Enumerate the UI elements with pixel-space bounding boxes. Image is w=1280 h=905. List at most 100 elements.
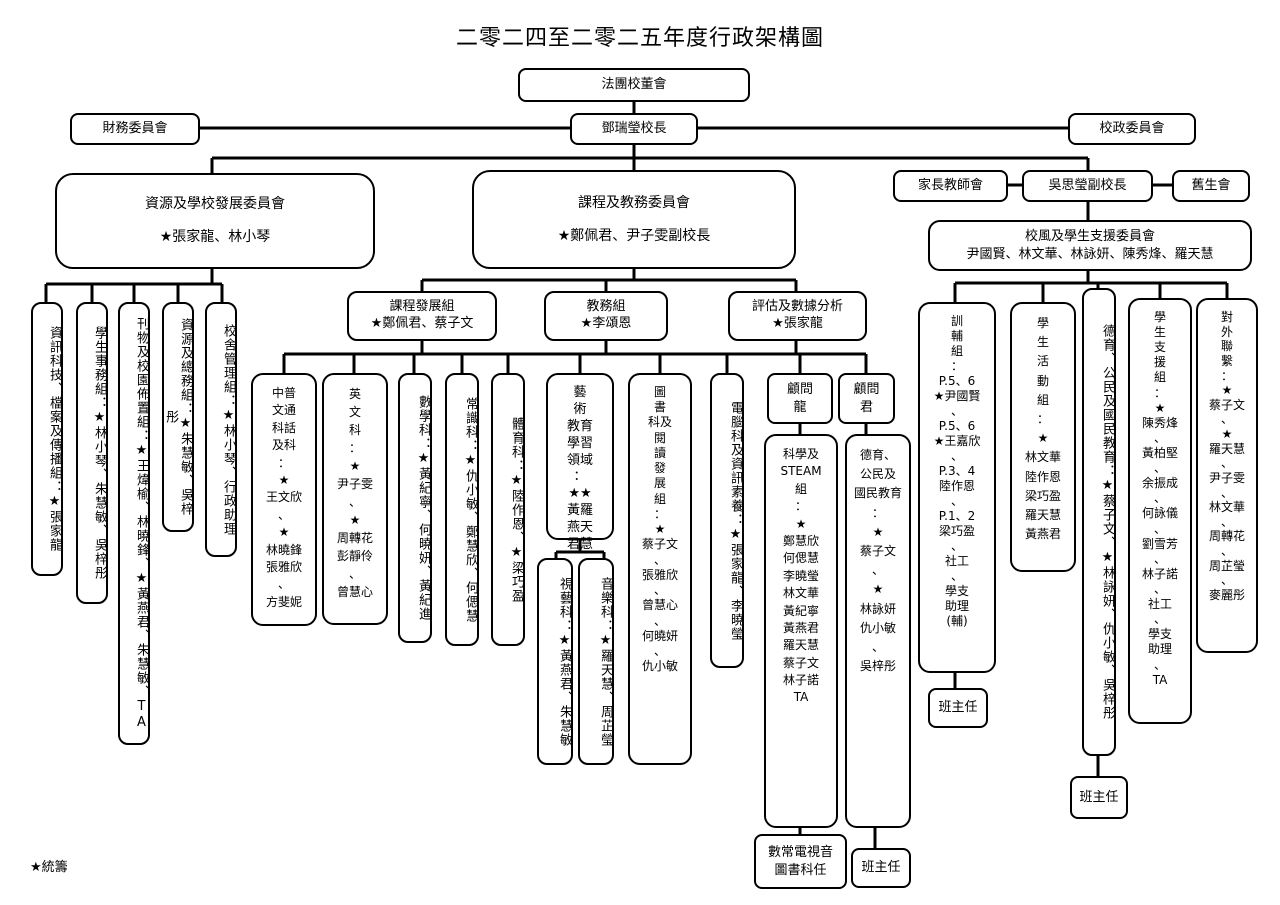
- discipline-line: 學支: [944, 584, 969, 598]
- student-support-box: 學生支援組：★陳秀烽、黃柏堅、余振成、何詠儀、劉雪芳、林子諾、社工、學支助理、T…: [1128, 298, 1192, 724]
- english-line: 、: [348, 567, 361, 581]
- discipline-line: 、: [950, 449, 963, 463]
- external-line: 繫: [1220, 353, 1233, 368]
- support-line: 、: [1153, 657, 1166, 672]
- library-subject-box: 圖書科及閱讀發展組：★蔡子文、張雅欣、曾慧心、何曉妍、仇小敏: [628, 373, 692, 765]
- external-line: ★: [1221, 427, 1233, 441]
- external-line: 聯: [1220, 339, 1233, 354]
- activities-line: 羅天慧: [1024, 507, 1061, 522]
- chinese-line: 林曉鋒: [265, 542, 302, 557]
- resource-group-it: 資訊科技、檔案及傳播組：★張家龍: [31, 302, 63, 576]
- external-liaison-box: 對外聯繫：★蔡子文、★羅天慧、尹子雯、林文華、周轉花、周芷瑩、麥麗彤: [1196, 298, 1258, 653]
- moral-line: 仇小敏: [859, 620, 896, 635]
- activities-line: ：: [1036, 411, 1049, 426]
- moral-line: 蔡子文: [859, 543, 896, 558]
- science-line: 組: [794, 481, 807, 496]
- arts-line: 藝: [573, 385, 587, 400]
- science-line: TA: [793, 690, 809, 705]
- discipline-line: 輔: [950, 329, 963, 343]
- music-subject-box: 音樂科：★羅天慧、周芷瑩: [578, 558, 614, 765]
- vice-principal-label: 吳思瑩副校長: [1048, 178, 1127, 194]
- resources-committee-title: 資源及學校發展委員會: [145, 196, 285, 213]
- external-line: 、: [1220, 573, 1233, 588]
- class-teacher-box-discipline: 班主任: [928, 688, 988, 728]
- curriculum-development-group: 課程發展組 ★鄭佩君、蔡子文: [347, 291, 497, 341]
- moral-line: 吳梓彤: [859, 659, 896, 674]
- chinese-line: 方斐妮: [265, 594, 302, 609]
- chinese-line: ：: [277, 455, 290, 470]
- science-line: ★: [795, 516, 807, 531]
- activities-line: 組: [1036, 392, 1049, 407]
- arts-line: 術: [573, 401, 587, 417]
- english-subject-box: 英文科：★尹子雯、★周轉花彭靜伶、曾慧心: [322, 373, 388, 625]
- arts-line: 黃羅: [566, 503, 593, 519]
- library-line: 閱: [653, 430, 666, 445]
- finance-committee-box: 財務委員會: [70, 113, 200, 145]
- support-line: 林子諾: [1141, 566, 1178, 581]
- library-line: 曾慧心: [641, 598, 678, 613]
- support-line: 生: [1153, 325, 1166, 340]
- board-box: 法團校董會: [518, 68, 750, 102]
- activities-line: 活: [1036, 354, 1049, 369]
- external-line: 、: [1220, 485, 1233, 500]
- support-line: ★: [1154, 400, 1166, 415]
- civic-education-box: 德育、公民及國民教育：★蔡子文、★林詠妍、仇小敏、吳梓彤: [1082, 288, 1116, 756]
- library-line: 、: [653, 583, 666, 598]
- external-line: 、: [1220, 514, 1233, 529]
- moral-line: ：: [871, 505, 884, 520]
- discipline-line: ：: [950, 359, 963, 373]
- library-line: 、: [653, 552, 666, 567]
- support-line: 陳秀烽: [1141, 415, 1178, 430]
- chinese-subject-box: 中普文通科話及科：★王文欣、★林曉鋒張雅欣、方斐妮: [251, 373, 317, 626]
- activities-line: 生: [1036, 335, 1049, 350]
- english-line: 英: [348, 387, 361, 401]
- discipline-line: 、: [950, 404, 963, 418]
- pta-box: 家長教師會: [893, 170, 1008, 202]
- moral-line: 、: [871, 563, 884, 578]
- english-line: ★: [349, 459, 361, 473]
- ethos-committee-members: 尹國賢、林文華、林詠妍、陳秀烽、羅天慧: [966, 246, 1214, 262]
- activities-line: 黃燕君: [1024, 527, 1061, 542]
- library-line: 何曉妍: [641, 628, 678, 643]
- library-line: 、: [653, 613, 666, 628]
- visual-arts-subject-box: 視藝科：★黃燕君、朱慧敏: [537, 558, 573, 765]
- arts-line: 領域: [566, 452, 593, 468]
- library-line: 讀: [653, 445, 666, 460]
- discipline-line: ★王嘉欣: [933, 434, 981, 448]
- ethos-committee-title: 校風及學生支援委員會: [1024, 228, 1155, 244]
- support-line: 學: [1153, 310, 1166, 324]
- external-line: 、: [1220, 412, 1233, 427]
- activities-line: 梁巧盈: [1024, 488, 1061, 503]
- chinese-line: 及科: [271, 438, 296, 453]
- support-line: 、: [1153, 612, 1166, 627]
- class-teacher-box-advisor: 班主任: [851, 848, 911, 888]
- computer-subject-box: 電腦科及資訊素養：★張家龍、李曉瑩: [710, 373, 744, 668]
- support-line: 、: [1153, 551, 1166, 566]
- chart-title: 二零二四至二零二五年度行政架構圖: [455, 26, 824, 51]
- pta-label: 家長教師會: [917, 178, 983, 194]
- chinese-line: 、: [277, 507, 290, 522]
- academic-affairs-group: 教務組 ★李頌恩: [544, 291, 668, 341]
- arts-line: 教育: [566, 418, 593, 434]
- school-admin-label: 校政委員會: [1099, 121, 1165, 137]
- discipline-line: ★尹國賢: [933, 389, 981, 403]
- english-line: ：: [348, 441, 361, 455]
- moral-line: ★: [872, 582, 884, 597]
- library-line: 蔡子文: [641, 537, 678, 552]
- discipline-line: 、: [950, 569, 963, 583]
- support-line: 、: [1153, 430, 1166, 445]
- external-line: 、: [1220, 544, 1233, 558]
- math-subject-box: 數學科：★黃紀寧、何曉妍、黃紀進: [398, 373, 432, 643]
- activities-line: 學: [1036, 316, 1049, 330]
- curriculum-committee-members: ★鄭佩君、尹子雯副校長: [557, 227, 711, 244]
- resource-group-student-affairs: 學生事務組：★林小琴、朱慧敏、吳梓彤: [76, 302, 108, 604]
- gs-subject-box: 常識科：★仇小敏、鄭慧欣、何偲慧: [445, 373, 479, 646]
- moral-line: 公民及: [859, 467, 896, 482]
- support-line: 支: [1153, 340, 1166, 355]
- chinese-line: 文通: [271, 403, 296, 418]
- library-line: ★: [654, 522, 666, 537]
- chinese-line: 、: [277, 577, 290, 592]
- discipline-line: (輔): [946, 614, 968, 628]
- library-line: 科及: [647, 415, 672, 430]
